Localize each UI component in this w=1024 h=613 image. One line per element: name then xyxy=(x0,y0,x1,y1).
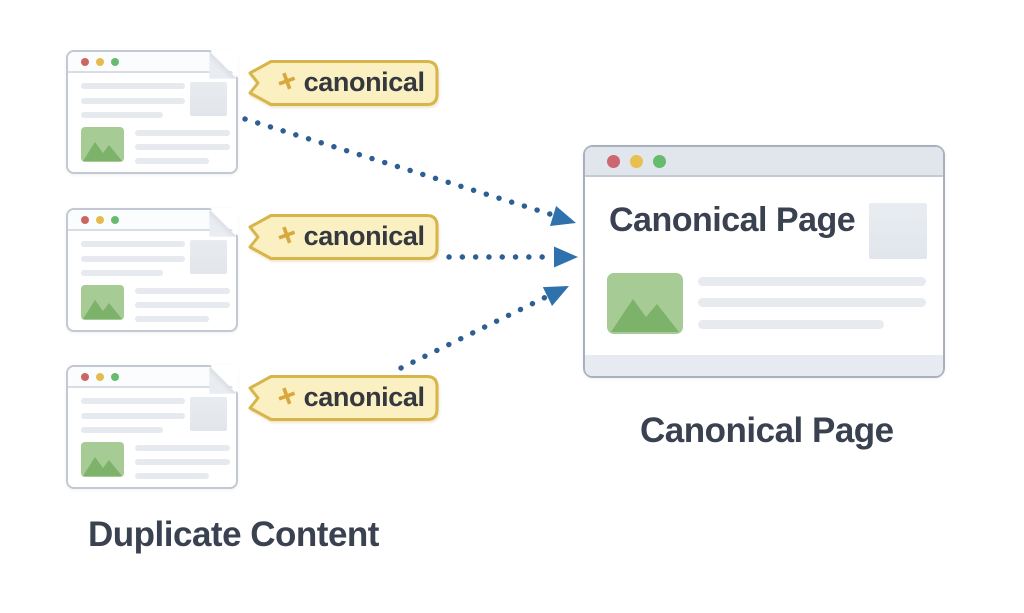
canonical-tag-2: + canonical xyxy=(240,213,440,261)
text-line xyxy=(81,270,163,276)
text-line xyxy=(81,83,185,89)
tag-label: canonical xyxy=(303,381,425,412)
photo-thumbnail xyxy=(81,127,124,162)
page-curl-icon xyxy=(209,207,239,238)
duplicate-page-window-1 xyxy=(66,49,239,174)
window-control-red-icon xyxy=(81,372,89,381)
link-plus-icon: + xyxy=(271,213,303,256)
window-footer xyxy=(585,355,943,376)
text-line xyxy=(135,158,209,164)
text-line xyxy=(135,302,230,308)
window-control-yellow-icon xyxy=(630,154,643,168)
mountains-icon xyxy=(83,457,122,476)
tag-label: canonical xyxy=(303,220,425,251)
arrow-head-middle-icon xyxy=(554,246,578,268)
page-content xyxy=(68,388,236,484)
photo-thumbnail xyxy=(81,285,124,320)
tag-shape xyxy=(248,60,439,106)
window-control-yellow-icon xyxy=(96,372,104,381)
window-control-yellow-icon xyxy=(96,57,104,66)
duplicate-content-label: Duplicate Content xyxy=(88,515,379,554)
text-line xyxy=(698,298,926,307)
window-control-green-icon xyxy=(111,372,119,381)
text-line xyxy=(135,459,230,465)
window-control-green-icon xyxy=(653,154,666,168)
photo-thumbnail xyxy=(81,442,124,477)
placeholder-image xyxy=(190,82,227,116)
page-curl-icon xyxy=(209,364,239,395)
arrow-line-bottom xyxy=(398,294,549,371)
link-plus-icon: + xyxy=(271,59,303,102)
page-curl-icon xyxy=(209,49,239,80)
placeholder-image xyxy=(190,240,227,274)
page-content xyxy=(68,231,236,327)
photo-thumbnail xyxy=(607,273,683,334)
tag-label: canonical xyxy=(303,66,425,97)
window-titlebar xyxy=(68,367,236,388)
text-line xyxy=(81,427,163,433)
text-line xyxy=(81,398,185,404)
text-line xyxy=(81,112,163,118)
text-line xyxy=(135,288,230,294)
canonical-tag-3: + canonical xyxy=(240,374,440,422)
tag-shape xyxy=(248,375,439,421)
page-content xyxy=(68,73,236,169)
duplicate-page-window-2 xyxy=(66,207,239,332)
placeholder-image xyxy=(869,203,927,259)
text-line xyxy=(81,98,185,104)
window-control-yellow-icon xyxy=(96,215,104,224)
text-line xyxy=(135,473,209,479)
text-line xyxy=(698,277,926,286)
window-titlebar xyxy=(68,52,236,73)
page-content: Canonical Page xyxy=(585,177,943,353)
window-titlebar xyxy=(68,210,236,231)
text-line xyxy=(135,144,230,150)
text-line xyxy=(81,413,185,419)
window-control-red-icon xyxy=(607,154,620,168)
placeholder-image xyxy=(190,397,227,431)
text-line xyxy=(135,316,209,322)
page-heading: Canonical Page xyxy=(609,201,856,239)
canonical-page-window: Canonical Page xyxy=(583,145,945,378)
text-line xyxy=(698,320,884,329)
text-line xyxy=(81,241,185,247)
window-control-green-icon xyxy=(111,215,119,224)
text-line xyxy=(135,130,230,136)
arrow-head-bottom-icon xyxy=(542,286,569,306)
window-control-red-icon xyxy=(81,57,89,66)
mountains-icon xyxy=(83,142,122,161)
mountains-icon xyxy=(611,299,679,332)
canonical-page-label: Canonical Page xyxy=(640,411,894,450)
arrow-head-top-icon xyxy=(549,205,576,227)
mountains-icon xyxy=(83,300,122,319)
link-plus-icon: + xyxy=(271,374,303,417)
text-line xyxy=(81,256,185,262)
window-control-green-icon xyxy=(111,57,119,66)
text-line xyxy=(135,445,230,451)
arrow-line-top xyxy=(242,116,556,218)
duplicate-page-window-3 xyxy=(66,364,239,489)
window-control-red-icon xyxy=(81,215,89,224)
window-titlebar xyxy=(585,147,943,177)
canonical-tag-1: + canonical xyxy=(240,59,440,107)
